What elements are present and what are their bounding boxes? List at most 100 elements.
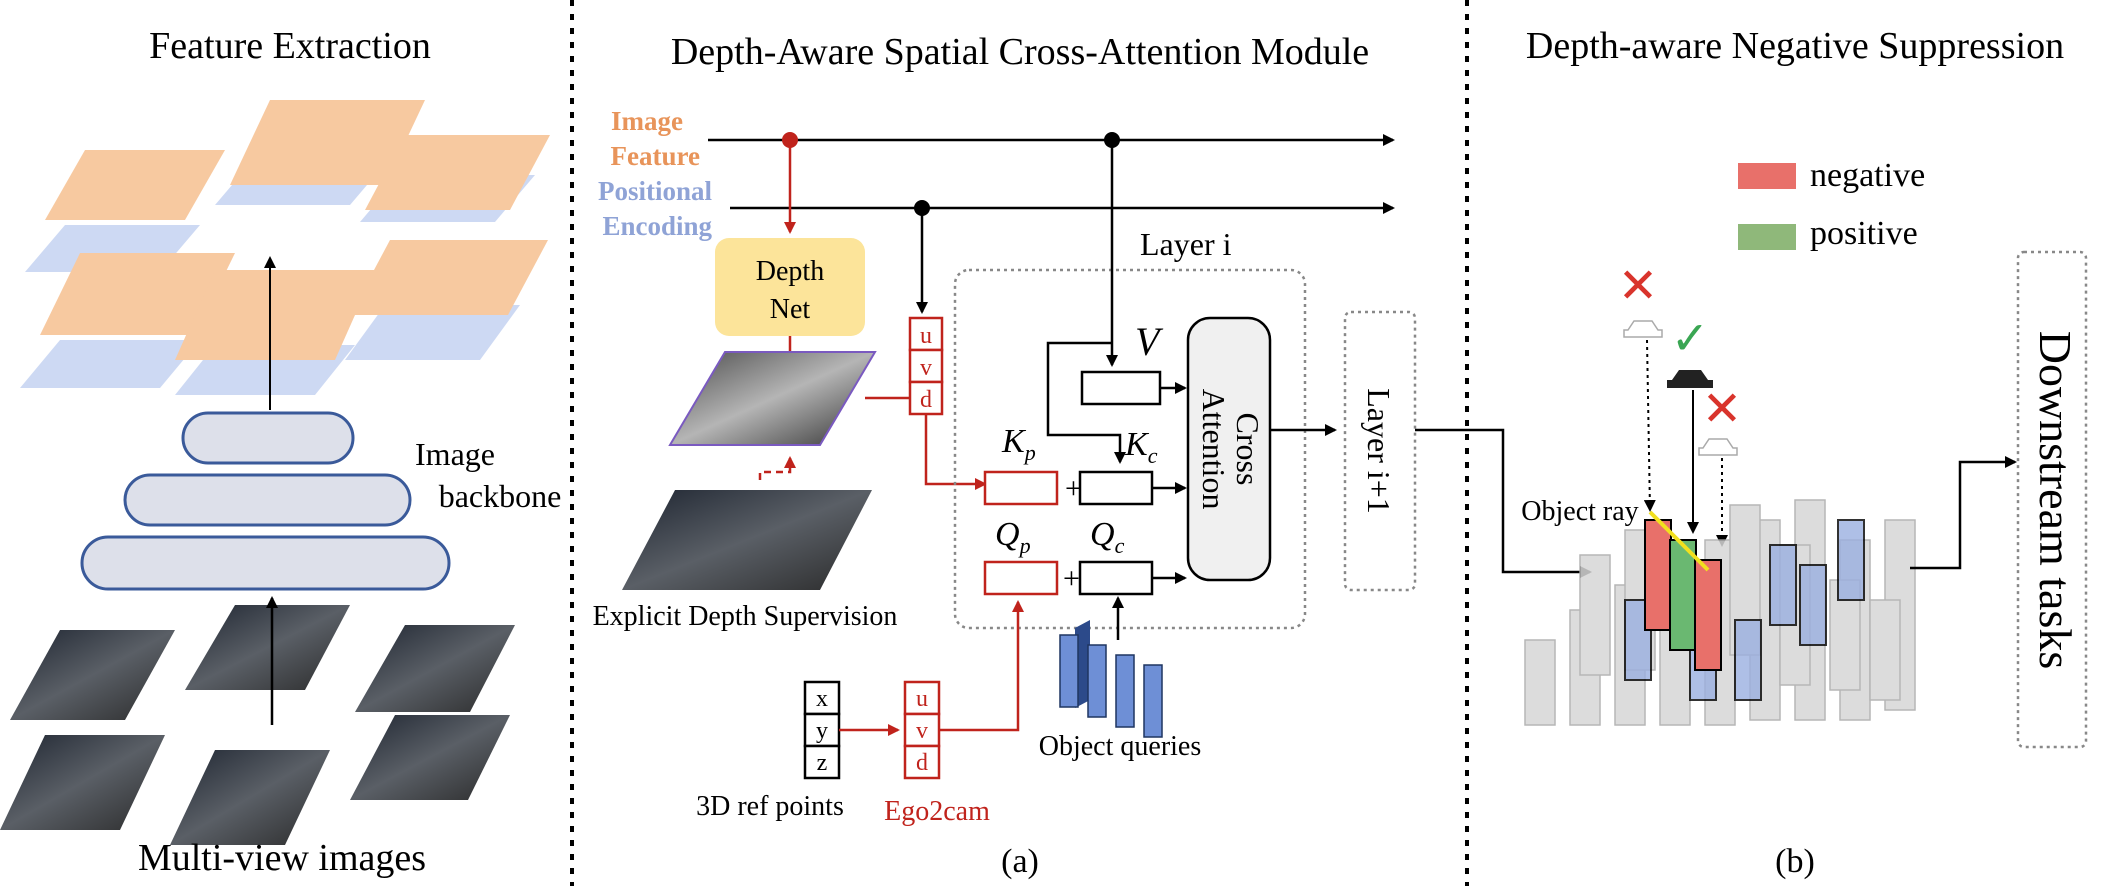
object-ray-line [1648,510,1710,572]
cross-mark-icon: ✕ [1702,383,1742,436]
query-pillars [1624,519,1865,701]
title-feature-extraction: Feature Extraction [149,25,431,67]
car-icon [1623,320,1663,338]
label-explicit-depth: Explicit Depth Supervision [593,601,898,632]
label-positional-1: Positional [598,176,713,206]
qp-label: Qp [995,516,1031,558]
legend-positive-label: positive [1810,215,1918,252]
positive-pillar [1669,539,1697,651]
pillar [1524,639,1556,726]
label-layer-i: Layer i [1140,226,1232,262]
feature-plane [175,270,375,360]
feature-plane [40,253,235,335]
depth-net-label-1: Depth [756,256,824,287]
cross-mark-icon: ✕ [1618,260,1658,313]
plus-q: + [1063,562,1080,595]
label-image-feature-2: Feature [611,141,700,171]
layer-i1-box [1343,310,1417,592]
xyz-z: z [817,750,828,776]
uvd-u: u [916,686,928,712]
uvd-to-kp [924,414,987,490]
legend-negative-label: negative [1810,157,1925,194]
layer-i-box [953,268,1307,630]
check-mark-icon: ✓ [1671,313,1710,364]
downstream-box [2016,250,2088,749]
legend-negative-swatch [1738,163,1796,189]
uvd-u: u [920,323,932,349]
feature-plane [365,135,550,210]
camera-image [355,625,515,712]
uvd-cell [903,680,941,716]
camera-image [185,605,350,690]
xyz-box: x y z [803,680,841,780]
label-positional-2: Encoding [602,211,712,241]
pillar [1869,599,1901,701]
supervision-image [622,490,872,590]
v-box [1080,370,1162,406]
legend-positive-swatch [1738,224,1796,250]
backbone-layer-middle [123,473,412,527]
v-label: V [1135,319,1164,364]
kc-label: Kc [1124,426,1158,468]
uvd-to-qp [939,600,1024,732]
uvd-bottom: u v d [903,680,941,780]
query-bar [1115,654,1135,728]
backbone-layer-top [181,411,355,465]
query-bar [1059,634,1079,708]
cross-attention-label-1: Cross [1230,413,1266,486]
uvd-cell [908,316,944,352]
uvd-cell [903,744,941,780]
label-image-feature-1: Image [611,106,683,136]
feature-plane [230,100,425,185]
camera-image [10,630,175,720]
qc-box [1078,560,1154,596]
query-pillar [1734,619,1762,701]
label-ref-points: 3D ref points [696,791,844,822]
car-icon [1698,438,1738,456]
label-image: Image [415,436,495,472]
depth-supervision-arrow [758,456,796,480]
query-bar [1143,664,1163,738]
camera-image [0,735,165,830]
label-ego2cam: Ego2cam [884,796,990,827]
scene-to-downstream [1910,456,2017,570]
layer-to-scene [1415,428,1592,578]
backbone-layer-bottom [80,535,451,591]
qp-box [983,560,1059,596]
caption-b: (b) [1775,843,1815,880]
depth-map [668,351,877,446]
kp-box [983,470,1059,506]
label-backbone: backbone [439,478,562,514]
object-queries-stack [1059,620,1163,738]
feature-plane [345,305,520,360]
uvd-v: v [916,718,928,744]
multiview-images [0,605,515,845]
kc-box [1078,470,1154,506]
title-dasca: Depth-Aware Spatial Cross-Attention Modu… [671,31,1369,73]
feature-maps [20,100,550,395]
car-icon [1667,370,1713,388]
depth-net-box [715,238,865,336]
qc-label: Qc [1090,516,1125,558]
layer-i1-label: Layer i+1 [1361,388,1397,514]
cross-attention-box [1186,316,1272,582]
xyz-y: y [816,718,828,744]
uvd-top: u v d [908,316,944,416]
pillar [1579,554,1611,676]
query-pillar [1837,519,1865,601]
uvd-cell [908,380,944,416]
label-object-ray: Object ray [1521,496,1638,527]
feature-to-kc [1046,341,1126,464]
title-negative-suppression: Depth-aware Negative Suppression [1526,25,2064,67]
camera-image [170,750,330,845]
feature-plane [20,340,200,388]
label-multiview: Multi-view images [138,837,426,879]
query-pillar [1769,544,1797,626]
uvd-d: d [916,750,928,776]
feature-plane [45,150,225,220]
xyz-cell [803,744,841,780]
depth-net-label-2: Net [770,294,811,325]
uvd-v: v [920,355,932,381]
plus-k: + [1065,472,1082,505]
